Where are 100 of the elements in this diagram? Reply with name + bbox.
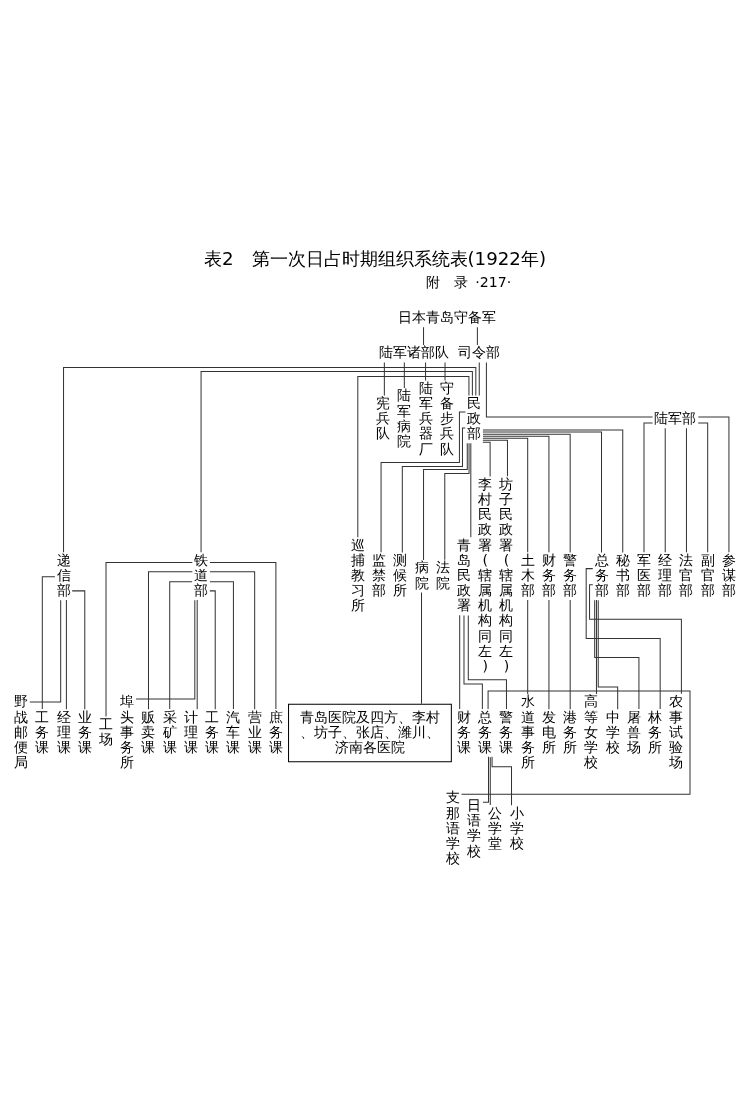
connector xyxy=(65,599,67,710)
connector xyxy=(401,427,466,553)
label: 附 录 xyxy=(425,273,468,290)
node-text: 陆军部 xyxy=(654,409,697,426)
node-text: 青岛民政署 xyxy=(456,536,471,613)
connector xyxy=(71,589,86,710)
connector xyxy=(485,361,654,417)
connector xyxy=(476,326,478,345)
node-text: 李村民政署(辖属机构同左) xyxy=(478,475,493,674)
connector xyxy=(421,591,423,704)
connector xyxy=(467,614,507,709)
connector xyxy=(482,437,529,553)
connector xyxy=(196,599,198,710)
node-text: 坊子民政署(辖属机构同左) xyxy=(499,475,514,674)
connector xyxy=(470,442,472,538)
node-text: 测候所 xyxy=(393,551,408,598)
connector xyxy=(697,415,730,553)
connector xyxy=(444,442,470,560)
connector xyxy=(209,589,216,710)
node-text: 法院 xyxy=(435,558,450,591)
node-text: 林务所 xyxy=(648,708,663,755)
connector xyxy=(491,755,513,806)
node-text: 警务课 xyxy=(499,708,514,755)
node-text: 埠头事务所 xyxy=(120,692,135,770)
node-text: 港务所 xyxy=(563,708,578,755)
connector xyxy=(589,583,682,694)
connector xyxy=(482,433,571,553)
node-text: 总务部 xyxy=(594,551,609,598)
connector xyxy=(459,614,461,709)
node-text: 庶务课 xyxy=(268,708,283,755)
node-text: 农事试验场 xyxy=(669,692,684,770)
node-text: 总务课 xyxy=(478,708,493,755)
node-text: 秘书部 xyxy=(615,551,630,598)
node-text: 支那语学校 xyxy=(445,788,460,866)
connector xyxy=(482,439,508,477)
connector xyxy=(482,431,603,553)
node-text: 水道事务所 xyxy=(520,692,535,770)
connector xyxy=(585,567,661,710)
node-text: 守备步兵队 xyxy=(439,379,454,457)
connector xyxy=(595,599,597,694)
connector xyxy=(482,755,489,803)
connector xyxy=(63,366,477,553)
node-text: 经理课 xyxy=(56,708,71,755)
node-text: 巡捕教习所 xyxy=(350,536,365,613)
connector xyxy=(548,599,550,710)
node-text: 递信部 xyxy=(56,551,71,598)
node-text: 参谋部 xyxy=(721,551,736,598)
connector xyxy=(209,580,234,709)
node-text: 土木部 xyxy=(520,551,535,598)
diagram-title: 表2 第一次日占时期组织系统表(1922年) xyxy=(203,247,547,269)
connector xyxy=(403,361,405,388)
node-text: 业务课 xyxy=(77,708,92,755)
node-box: 青岛医院及四方、李村、坊子、张店、潍川、济南各医院 xyxy=(288,703,452,762)
connector xyxy=(423,326,425,345)
connector xyxy=(594,599,640,710)
connector xyxy=(169,580,193,709)
connector xyxy=(463,614,483,709)
connector xyxy=(380,410,466,553)
node-text: 发电所 xyxy=(541,708,556,755)
connector xyxy=(482,429,624,553)
connector xyxy=(643,422,654,553)
node-text: 民政部 xyxy=(467,394,482,441)
connector xyxy=(527,599,529,694)
connector xyxy=(697,422,709,553)
node-text: 工场 xyxy=(99,715,114,747)
node-text: 警务部 xyxy=(563,551,578,598)
connector xyxy=(135,599,196,700)
connector xyxy=(461,690,691,795)
node-text: 屠兽场 xyxy=(626,708,641,755)
node-text: 工务课 xyxy=(35,708,50,755)
node-text: 公学堂 xyxy=(488,804,503,851)
node-text: 铁道部 xyxy=(194,551,209,598)
connector xyxy=(383,361,385,396)
connector xyxy=(209,561,277,709)
node-text: 病院 xyxy=(414,558,429,591)
node-text: 军医部 xyxy=(636,551,651,598)
connector xyxy=(489,756,491,806)
node-text: 财务部 xyxy=(541,551,556,598)
node-text: 高等女学校 xyxy=(584,692,599,770)
node-text: 汽车课 xyxy=(226,708,241,755)
node-text: 贩卖课 xyxy=(141,708,156,755)
connector xyxy=(209,570,256,710)
node-text: 野战邮便局 xyxy=(14,692,29,770)
connector xyxy=(357,375,470,538)
connector xyxy=(444,361,446,381)
connector xyxy=(41,575,56,709)
connector xyxy=(482,441,491,477)
node-text: 副官部 xyxy=(700,551,715,598)
connector xyxy=(482,435,550,553)
connector xyxy=(569,599,571,710)
connector xyxy=(29,599,62,703)
connector xyxy=(597,599,619,710)
node-text: 中学校 xyxy=(605,708,620,755)
node-text: 工务课 xyxy=(205,708,220,755)
node-text: 司令部 xyxy=(458,343,501,360)
node-text: 宪兵队 xyxy=(376,394,391,441)
node-text: 小学校 xyxy=(509,804,524,851)
node-text: 监禁部 xyxy=(372,551,387,598)
connector xyxy=(478,361,480,396)
connector xyxy=(685,427,687,553)
